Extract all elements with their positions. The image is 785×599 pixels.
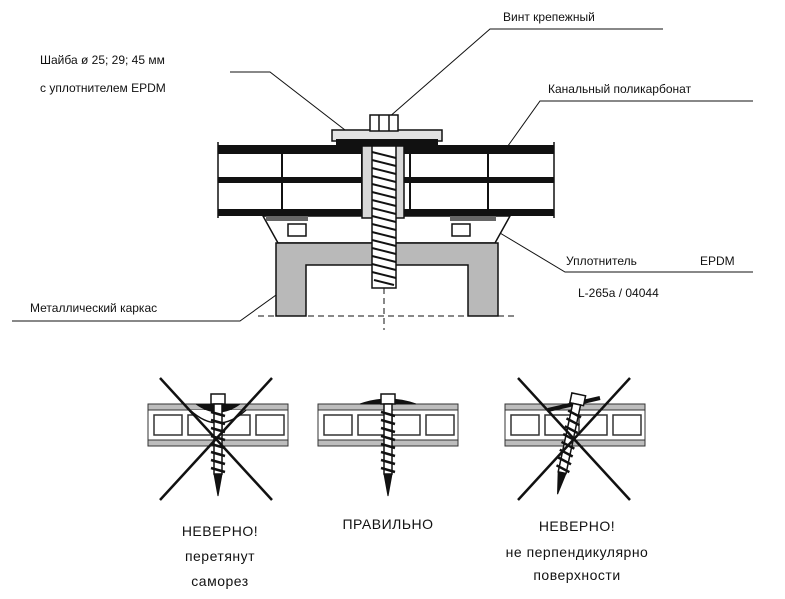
seal-code-label: L-265a / 04044 [578,286,659,300]
seal-label: Уплотнитель [566,254,637,268]
wrong2-caption-line2: не перпендикулярно [505,544,649,560]
seal-epdm-label: EPDM [700,254,735,268]
washer-label-line1: Шайба ø 25; 29; 45 мм [40,53,165,67]
detail-correct [317,392,459,498]
wrong2-caption-line1: НЕВЕРНО! [538,518,616,534]
top-cross-section [12,28,753,330]
screw-label: Винт крепежный [503,10,595,24]
wrong1-caption-line1: НЕВЕРНО! [181,523,259,539]
wrong1-caption-line2: перетянут [184,548,256,564]
polycarbonate-label: Канальный поликарбонат [548,82,692,96]
frame-label: Металлический каркас [30,301,158,315]
wrong2-caption-line3: поверхности [533,567,621,583]
detail-overtightened [147,377,289,501]
washer-label-line2: с уплотнителем EPDM [40,81,166,95]
leader-lines [12,28,753,322]
wrong1-caption-line3: саморез [191,573,249,589]
washer [331,129,443,146]
detail-tilted [504,377,646,501]
screw-shank [361,145,405,289]
correct-caption: ПРАВИЛЬНО [342,516,434,532]
screw-head [369,114,399,132]
